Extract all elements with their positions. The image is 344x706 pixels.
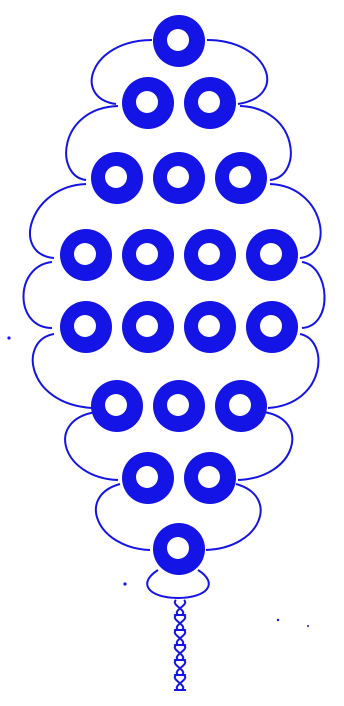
bead-hole <box>136 466 158 488</box>
bead-row8-1 <box>153 523 205 575</box>
bead-row6-1 <box>91 380 143 432</box>
speck-2 <box>123 582 126 585</box>
wire-loop-7 <box>24 262 53 328</box>
bead-row4-1 <box>60 229 112 281</box>
bead-hole <box>136 243 158 265</box>
bead-row5-4 <box>246 301 298 353</box>
bead-row6-2 <box>153 380 205 432</box>
bead-row6-3 <box>215 380 267 432</box>
bead-hole <box>167 537 189 559</box>
bead-hole <box>136 91 158 113</box>
bead-hole <box>229 394 251 416</box>
bead-row5-2 <box>122 301 174 353</box>
bead-row7-1 <box>122 452 174 504</box>
bead-row4-3 <box>184 229 236 281</box>
bead-row3-3 <box>215 152 267 204</box>
bead-row4-4 <box>246 229 298 281</box>
bead-row5-1 <box>60 301 112 353</box>
bead-row3-1 <box>91 152 143 204</box>
bead-hole <box>105 166 127 188</box>
bead-hole <box>260 243 282 265</box>
speck-1 <box>7 336 10 339</box>
bead-hole <box>136 315 158 337</box>
bead-hole <box>198 466 220 488</box>
bead-hole <box>74 315 96 337</box>
bead-row4-2 <box>122 229 174 281</box>
bead-row1-1 <box>153 15 205 67</box>
speck-3 <box>277 619 279 621</box>
bead-hole <box>198 243 220 265</box>
bead-hole <box>167 29 189 51</box>
bead-row3-2 <box>153 152 205 204</box>
bead-row2-1 <box>122 77 174 129</box>
bead-hole <box>105 394 127 416</box>
bead-rows <box>60 15 298 575</box>
bead-hole <box>198 315 220 337</box>
bead-hole <box>229 166 251 188</box>
bead-hole <box>198 91 220 113</box>
bead-row7-2 <box>184 452 236 504</box>
bead-row5-3 <box>184 301 236 353</box>
bead-hole <box>260 315 282 337</box>
speck-4 <box>307 625 309 627</box>
twisted-wire-stem <box>175 600 185 690</box>
bead-row2-2 <box>184 77 236 129</box>
bead-hole <box>74 243 96 265</box>
wire-loop-8 <box>302 262 325 328</box>
bead-hole <box>167 394 189 416</box>
bead-hole <box>167 166 189 188</box>
